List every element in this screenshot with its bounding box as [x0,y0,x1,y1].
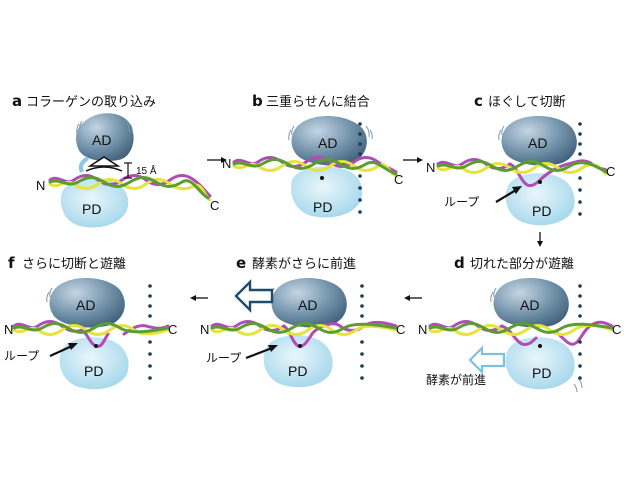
panel-d-title: d 切れた部分が遊離 [454,254,574,272]
flow-arrow-c-to-d [537,232,543,247]
panel-title: 酵素がさらに前進 [252,256,356,272]
panel-letter: c [474,92,483,110]
ad-label: AD [92,132,111,148]
ad-domain [271,278,347,328]
enzyme-advance-label: 酵素が前進 [426,372,486,387]
flow-arrow-d-to-e [404,295,422,301]
loop-pointer-arrow [49,343,78,358]
cleavage-site-dotted-line [148,284,152,380]
pd-domain [505,337,575,390]
loop-pointer-arrow [495,186,522,203]
enzyme-advance-arrow [234,279,274,313]
panel-c: PD AD ループ N C [426,116,615,226]
ad-domain [493,278,569,328]
panel-letter: f [8,254,15,272]
panel-title: ほぐして切断 [488,95,566,110]
distance-indicator [124,162,132,179]
pd-domain [263,335,333,388]
panel-b-title: b 三重らせんに結合 [252,92,370,110]
active-site-dot [538,344,542,348]
cleavage-site-dotted-line [578,122,582,216]
n-terminus-label: N [4,322,13,337]
collagen-triple-helix [48,174,212,202]
panel-c-title: c ほぐして切断 [474,92,566,110]
n-terminus-label: N [426,160,435,175]
panel-title: コラーゲンの取り込み [26,95,156,110]
active-site-dot [538,180,542,184]
loop-pointer-arrow [245,345,278,360]
c-terminus-label: C [168,322,177,337]
panel-a: AD PD 15 Å N C [36,113,219,228]
pd-label: PD [532,365,551,381]
pd-domain [505,173,575,226]
pd-label: PD [313,199,332,215]
bound-ligand [85,156,123,172]
pd-domain [60,178,129,228]
n-terminus-label: N [200,322,209,337]
n-terminus-label: N [222,156,231,171]
ad-label: AD [528,135,547,151]
active-site-dot [94,344,98,348]
n-terminus-label: N [36,178,45,193]
c-terminus-label: C [394,172,403,187]
c-terminus-label: C [606,164,615,179]
panel-letter: e [236,254,246,272]
panel-b: PD AD N C [222,116,403,218]
linker [78,156,90,173]
motion-marks [288,125,373,141]
c-terminus-label: C [612,322,621,337]
pd-domain [59,337,129,390]
panel-letter: a [12,92,22,110]
ad-domain [291,116,367,166]
ad-domain [49,278,125,328]
n-terminus-label: N [418,322,427,337]
pd-domain [290,166,363,218]
ad-label: AD [76,297,95,313]
pd-label: PD [84,363,103,379]
ad-label: AD [520,297,539,313]
flow-arrow-b-to-c [403,157,423,163]
pd-label: PD [288,363,307,379]
panel-title: 三重らせんに結合 [266,94,370,110]
collagen-triple-helix [428,320,614,346]
motion-marks [46,287,53,303]
ad-label: AD [298,297,317,313]
motion-marks [490,287,583,393]
ad-domain [501,116,577,166]
pd-label: PD [532,203,551,219]
panel-title: さらに切断と遊離 [22,257,126,272]
c-terminus-label: C [210,198,219,213]
panel-e: PD AD ループ N C [200,278,405,388]
loop-label: ループ [206,351,241,365]
flow-arrow-a-to-b [207,157,227,163]
panel-letter: d [454,254,465,272]
panel-f: PD AD ループ N C [4,278,177,390]
panel-title: 切れた部分が遊離 [470,257,574,272]
panel-d: PD AD 酵素が前進 N C [418,278,621,393]
motion-marks [76,120,133,134]
cleavage-site-dotted-line [358,122,362,214]
motion-marks [498,125,505,141]
loop-label: ループ [4,349,39,363]
c-terminus-label: C [396,322,405,337]
active-site-dot [320,176,324,180]
cleavage-site-dotted-line [578,284,582,380]
panel-e-title: e 酵素がさらに前進 [236,254,356,272]
loop-label: ループ [444,195,479,209]
ad-domain [76,113,134,162]
flow-arrow-e-to-f [190,295,208,301]
panel-letter: b [252,92,263,110]
collagen-triple-helix [436,158,608,188]
collagen-triple-helix [232,156,398,178]
ad-label: AD [318,135,337,151]
panel-f-title: f さらに切断と遊離 [8,254,126,272]
cleavage-site-dotted-line [360,284,364,380]
distance-label: 15 Å [136,164,157,177]
pd-label: PD [82,201,101,217]
active-site-dot [298,344,302,348]
panel-a-title: a コラーゲンの取り込み [12,92,156,110]
enzyme-advance-arrow [468,345,506,375]
